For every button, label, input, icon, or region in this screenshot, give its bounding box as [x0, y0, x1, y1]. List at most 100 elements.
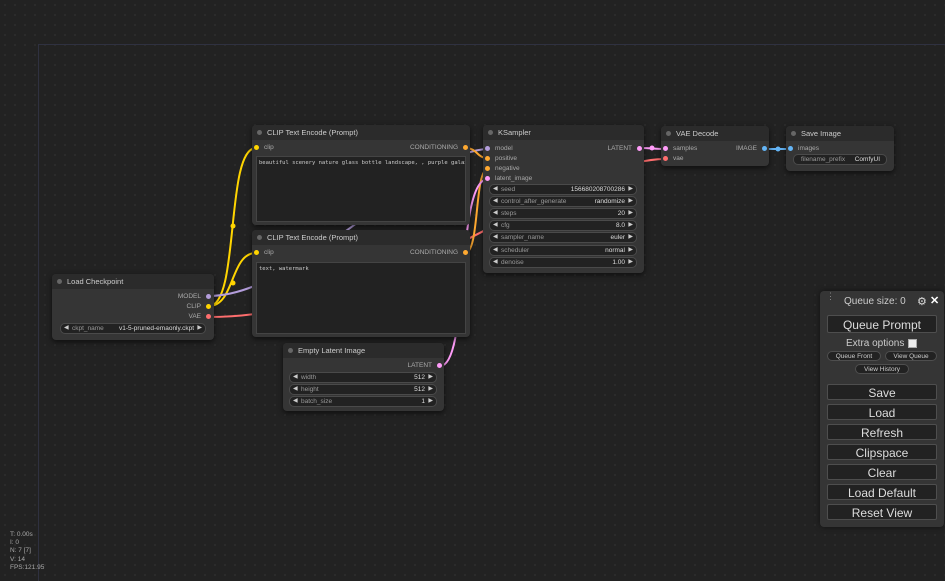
increment-arrow-icon[interactable]: ▶ — [428, 398, 433, 404]
increment-arrow-icon[interactable]: ▶ — [628, 198, 633, 204]
increment-arrow-icon[interactable]: ▶ — [197, 325, 202, 331]
slot-dot-icon[interactable] — [663, 146, 668, 151]
node-load-checkpoint[interactable]: Load Checkpoint MODEL CLIP VAE ◀ ckpt_na… — [52, 274, 214, 340]
decrement-arrow-icon[interactable]: ◀ — [493, 186, 498, 192]
increment-arrow-icon[interactable]: ▶ — [428, 386, 433, 392]
node-title[interactable]: Load Checkpoint — [52, 274, 214, 289]
slot-dot-icon[interactable] — [485, 176, 490, 181]
decrement-arrow-icon[interactable]: ◀ — [293, 386, 298, 392]
output-latent[interactable]: LATENT — [608, 145, 642, 153]
increment-arrow-icon[interactable]: ▶ — [628, 259, 633, 265]
slot-dot-icon[interactable] — [254, 250, 259, 255]
input-clip[interactable]: clip — [254, 144, 274, 152]
decrement-arrow-icon[interactable]: ◀ — [493, 222, 498, 228]
decrement-arrow-icon[interactable]: ◀ — [493, 259, 498, 265]
node-title[interactable]: Empty Latent Image — [283, 343, 444, 358]
increment-arrow-icon[interactable]: ▶ — [628, 210, 633, 216]
collapse-dot-icon[interactable] — [257, 235, 262, 240]
slot-dot-icon[interactable] — [206, 314, 211, 319]
node-clip-text-encode-positive[interactable]: CLIP Text Encode (Prompt) clip CONDITION… — [252, 125, 470, 225]
decrement-arrow-icon[interactable]: ◀ — [493, 247, 498, 253]
input-positive[interactable]: positive — [485, 155, 517, 163]
decrement-arrow-icon[interactable]: ◀ — [64, 325, 69, 331]
input-vae[interactable]: vae — [663, 155, 683, 163]
decrement-arrow-icon[interactable]: ◀ — [293, 374, 298, 380]
collapse-dot-icon[interactable] — [288, 348, 293, 353]
increment-arrow-icon[interactable]: ▶ — [628, 222, 633, 228]
view-queue-button[interactable]: View Queue — [885, 351, 937, 361]
input-latent-image[interactable]: latent_image — [485, 175, 532, 183]
gear-icon[interactable]: ⚙ — [917, 296, 927, 308]
output-latent[interactable]: LATENT — [408, 362, 442, 370]
collapse-dot-icon[interactable] — [488, 130, 493, 135]
node-ksampler[interactable]: KSampler model positive negative latent_… — [483, 125, 644, 273]
slot-dot-icon[interactable] — [206, 304, 211, 309]
widget-ckpt-name[interactable]: ◀ ckpt_name v1-5-pruned-emaonly.ckpt ▶ — [60, 323, 206, 334]
widget-filename-prefix[interactable]: filename_prefix ComfyUI — [793, 154, 887, 165]
drag-handle-icon[interactable]: ⋮ — [826, 291, 835, 301]
slot-dot-icon[interactable] — [254, 145, 259, 150]
node-title[interactable]: KSampler — [483, 125, 644, 140]
clear-button[interactable]: Clear — [827, 464, 937, 480]
decrement-arrow-icon[interactable]: ◀ — [493, 234, 498, 240]
queue-front-button[interactable]: Queue Front — [827, 351, 881, 361]
node-title[interactable]: CLIP Text Encode (Prompt) — [252, 125, 470, 140]
extra-options-checkbox[interactable] — [908, 339, 917, 348]
slot-dot-icon[interactable] — [762, 146, 767, 151]
input-samples[interactable]: samples — [663, 145, 697, 153]
view-history-button[interactable]: View History — [855, 364, 909, 374]
output-conditioning[interactable]: CONDITIONING — [410, 144, 468, 152]
slot-dot-icon[interactable] — [788, 146, 793, 151]
slot-dot-icon[interactable] — [463, 145, 468, 150]
collapse-dot-icon[interactable] — [257, 130, 262, 135]
load-default-button[interactable]: Load Default — [827, 484, 937, 500]
load-button[interactable]: Load — [827, 404, 937, 420]
node-clip-text-encode-negative[interactable]: CLIP Text Encode (Prompt) clip CONDITION… — [252, 230, 470, 337]
node-save-image[interactable]: Save Image images filename_prefix ComfyU… — [786, 126, 894, 171]
increment-arrow-icon[interactable]: ▶ — [628, 234, 633, 240]
slot-dot-icon[interactable] — [637, 146, 642, 151]
output-image[interactable]: IMAGE — [736, 145, 767, 153]
slot-dot-icon[interactable] — [437, 363, 442, 368]
input-clip[interactable]: clip — [254, 249, 274, 257]
output-model[interactable]: MODEL — [178, 293, 211, 301]
increment-arrow-icon[interactable]: ▶ — [628, 247, 633, 253]
decrement-arrow-icon[interactable]: ◀ — [493, 210, 498, 216]
input-model[interactable]: model — [485, 145, 513, 153]
output-vae[interactable]: VAE — [188, 313, 211, 321]
slot-dot-icon[interactable] — [206, 294, 211, 299]
input-negative[interactable]: negative — [485, 165, 520, 173]
collapse-dot-icon[interactable] — [791, 131, 796, 136]
close-icon[interactable]: ✕ — [930, 295, 940, 307]
slot-dot-icon[interactable] — [463, 250, 468, 255]
input-images[interactable]: images — [788, 145, 819, 153]
reset-view-button[interactable]: Reset View — [827, 504, 937, 520]
save-button[interactable]: Save — [827, 384, 937, 400]
node-title[interactable]: Save Image — [786, 126, 894, 141]
increment-arrow-icon[interactable]: ▶ — [428, 374, 433, 380]
node-vae-decode[interactable]: VAE Decode samples vae IMAGE — [661, 126, 769, 166]
collapse-dot-icon[interactable] — [666, 131, 671, 136]
prompt-textarea[interactable]: beautiful scenery nature glass bottle la… — [256, 156, 466, 222]
queue-prompt-button[interactable]: Queue Prompt — [827, 315, 937, 333]
node-title[interactable]: CLIP Text Encode (Prompt) — [252, 230, 470, 245]
increment-arrow-icon[interactable]: ▶ — [628, 186, 633, 192]
node-title[interactable]: VAE Decode — [661, 126, 769, 141]
clipspace-button[interactable]: Clipspace — [827, 444, 937, 460]
prompt-textarea[interactable]: text, watermark — [256, 262, 466, 334]
decrement-arrow-icon[interactable]: ◀ — [293, 398, 298, 404]
slot-dot-icon[interactable] — [485, 166, 490, 171]
output-conditioning[interactable]: CONDITIONING — [410, 249, 468, 257]
slot-dot-icon[interactable] — [663, 156, 668, 161]
